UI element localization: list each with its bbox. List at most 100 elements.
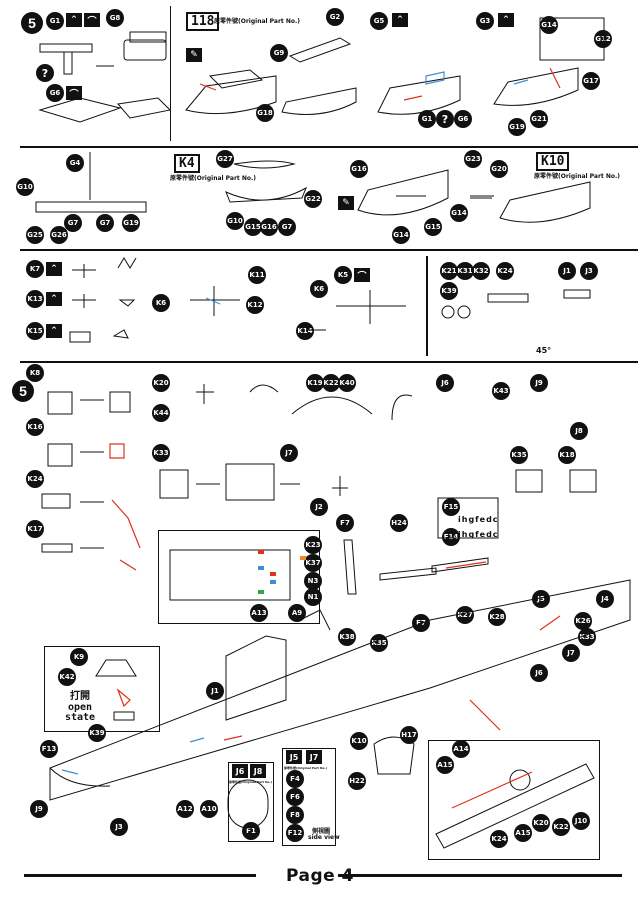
tag-g16: G16 [260,218,278,236]
tag-f6: F6 [286,788,304,806]
glue-icon-5: ⌃ [498,13,514,27]
tag-k37: K37 [304,554,322,572]
part-number-118: 118 [186,12,220,31]
tag-k24: K24 [496,262,514,280]
tag-j6-b: J6 [530,664,548,682]
tag-k40: K40 [338,374,356,392]
tag-k42: K42 [58,668,76,686]
tag-a10: A10 [200,800,218,818]
tag-f15: F15 [442,498,460,516]
tag-g7-c: G7 [278,218,296,236]
glue-icon-2: ⌒ [84,13,100,27]
divider-row3-mid [426,256,428,356]
open-state-cjk: 打開 [70,691,90,702]
tag-k31: K31 [456,262,474,280]
tag-g23: G23 [464,150,482,168]
tag-k9: K9 [70,648,88,666]
tag-g2: G2 [326,8,344,26]
tag-h22: H22 [348,772,366,790]
tag-k5: K5 [334,266,352,284]
tag-g12: G12 [594,30,612,48]
tag-g6: G6 [46,84,64,102]
tag-g14-b: G14 [450,204,468,222]
tag-g26: G26 [50,226,68,244]
tag-k13: K13 [26,290,44,308]
tag-k10: K10 [350,732,368,750]
tag-n1: N1 [304,588,322,606]
tag-g18: G18 [256,104,274,122]
tag-f8: F8 [286,806,304,824]
tag-j7-b: J7 [562,644,580,662]
tag-f7: F7 [336,514,354,532]
tag-k39-b: K39 [88,724,106,742]
glue-icon: ⌃ [66,13,82,27]
tag-h17: H17 [400,726,418,744]
part-number-k4: K4 [174,154,200,173]
tag-j3-b: J3 [110,818,128,836]
tag-k24-c: K24 [490,830,508,848]
part-label-2: 原零件號(Original Part No.) [170,175,257,182]
tag-k24-b: K24 [26,470,44,488]
tag-j1-bottom: J1 [206,682,224,700]
side-view-en: side view [308,834,340,841]
tag-k20: K20 [152,374,170,392]
tag-j3: J3 [580,262,598,280]
tag-k15: K15 [26,322,44,340]
tag-j6-box: J6 [232,764,248,778]
open-state-en1: open [67,702,93,713]
tag-g7: G7 [64,214,82,232]
tag-g1: G1 [46,12,64,30]
tag-j5: J5 [532,590,550,608]
tag-k35: K35 [510,446,528,464]
part-label: 原零件號(Original Part No.) [214,18,301,25]
j5-box [282,748,336,846]
tag-a15-b: A15 [514,824,532,842]
glue-icon-4: ⌃ [392,13,408,27]
tag-g10-b: G10 [226,212,244,230]
tag-g19-b: G19 [122,214,140,232]
tag-g19: G19 [508,118,526,136]
glue-icon-k7: ⌃ [46,262,62,276]
tag-j7-box: J7 [306,750,322,764]
tag-k27: K27 [456,606,474,624]
tag-f13: F13 [40,740,58,758]
tag-k6: K6 [152,294,170,312]
tag-a15: A15 [436,756,454,774]
paint-icon: ✎ [338,196,354,210]
tag-k26: K26 [574,612,592,630]
tag-j1: J1 [558,262,576,280]
tag-g15-b: G15 [424,218,442,236]
tag-k12: K12 [246,296,264,314]
divider-row1-v [170,6,171,141]
tag-g1-b: G1 [418,110,436,128]
tag-f14: F14 [442,528,460,546]
part-label-3: 原零件號(Original Part No.) [534,173,621,180]
tag-k20-b: K20 [532,814,550,832]
tag-g8: G8 [106,9,124,27]
detail-box [428,740,600,860]
tag-g7-b: G7 [96,214,114,232]
tag-f4: F4 [286,770,304,788]
tag-a13: A13 [250,604,268,622]
tag-g22: G22 [304,190,322,208]
divider-row1 [20,146,638,148]
tag-k23: K23 [304,536,322,554]
tag-g17: G17 [582,72,600,90]
tag-k32: K32 [472,262,490,280]
tag-j8-box: J8 [250,764,266,778]
tag-j9-b: J9 [30,800,48,818]
tag-a12: A12 [176,800,194,818]
j5-part-label: 原零件號(Original Part No.) [284,766,328,770]
part-number-k10: K10 [536,152,570,171]
decal-line-1: ihgfedc [458,515,499,524]
tag-k43: K43 [492,382,510,400]
tag-a9: A9 [288,604,306,622]
divider-row3 [20,361,638,363]
tag-k39: K39 [440,282,458,300]
tag-k11: K11 [248,266,266,284]
tag-g14: G14 [540,16,558,34]
tag-j4: J4 [596,590,614,608]
tag-g21: G21 [530,110,548,128]
tag-k6-b: K6 [310,280,328,298]
tag-k8: K8 [26,364,44,382]
